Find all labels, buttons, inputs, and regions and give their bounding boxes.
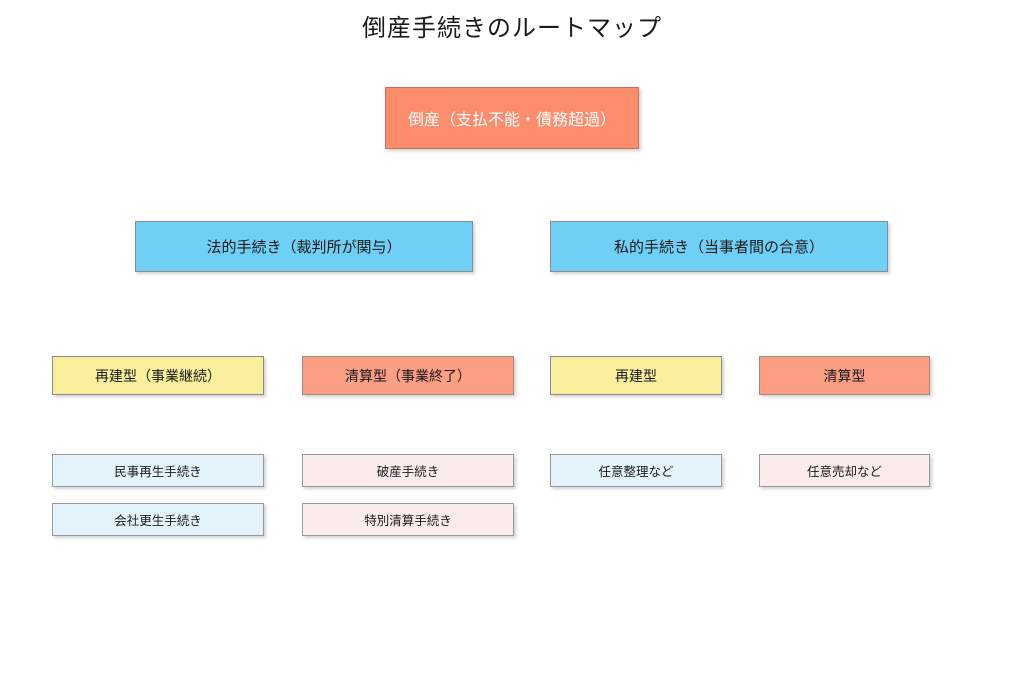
node-private-procedure: 私的手続き（当事者間の合意） xyxy=(550,221,888,272)
node-liquidation-type-private: 清算型 xyxy=(759,356,930,395)
node-special-liquidation: 特別清算手続き xyxy=(302,503,514,536)
node-legal-procedure: 法的手続き（裁判所が関与） xyxy=(135,221,473,272)
node-voluntary-sale: 任意売却など xyxy=(759,454,930,487)
node-insolvency-root: 倒産（支払不能・債務超過） xyxy=(385,87,639,149)
node-bankruptcy-procedure: 破産手続き xyxy=(302,454,514,487)
node-rebuild-type-legal: 再建型（事業継続） xyxy=(52,356,264,395)
node-civil-rehabilitation: 民事再生手続き xyxy=(52,454,264,487)
node-corporate-reorganization: 会社更生手続き xyxy=(52,503,264,536)
node-voluntary-arrangement: 任意整理など xyxy=(550,454,722,487)
diagram-title: 倒産手続きのルートマップ xyxy=(362,15,662,42)
node-rebuild-type-private: 再建型 xyxy=(550,356,722,395)
node-liquidation-type-legal: 清算型（事業終了） xyxy=(302,356,514,395)
